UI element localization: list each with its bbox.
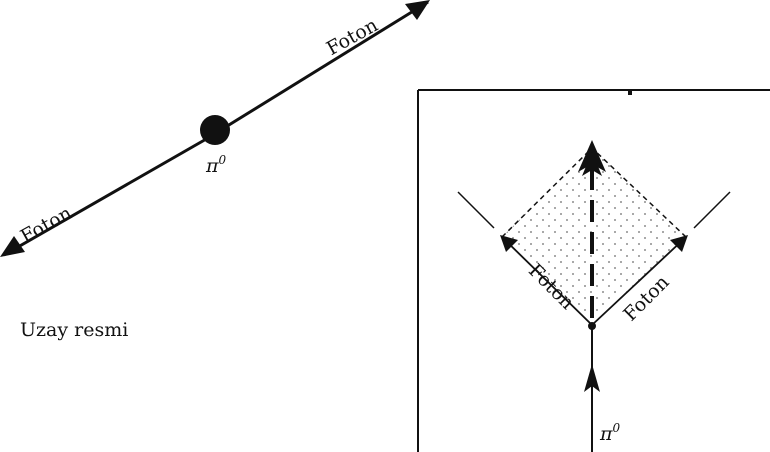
diamond-edge-upper-right: [591, 147, 687, 238]
arrowhead-lower-left-icon: [0, 236, 25, 257]
decay-vertex-dot: [588, 322, 596, 330]
light-line-ext-right: [693, 191, 731, 229]
pion-label-space: π0: [205, 153, 227, 177]
pion-label-spacetime: π0: [599, 421, 621, 445]
diamond-edge-upper-left: [501, 147, 593, 238]
photon-worldline-right: [591, 236, 687, 326]
photon-arrowhead-right-icon: [670, 235, 688, 252]
space-picture: Foton Foton π0 Uzay resmi: [0, 0, 430, 341]
photon-line-upper-right: [223, 0, 429, 130]
photon-worldline-left: [501, 236, 593, 326]
pion-dot: [200, 115, 230, 145]
photon-arrowhead-left-icon: [500, 235, 518, 252]
light-line-ext-left: [457, 191, 495, 229]
pion-arrowhead-icon: [584, 364, 600, 392]
frame-top-tick: [628, 90, 632, 95]
photon-line-lower-left: [3, 136, 209, 257]
photon-label-lower: Foton: [17, 202, 76, 248]
spacetime-picture: Foton Foton π0: [417, 89, 770, 452]
arrowhead-upper-right-icon: [405, 0, 430, 20]
space-picture-caption: Uzay resmi: [20, 319, 128, 341]
center-arrowhead-inner-icon: [582, 152, 602, 176]
photon-label-upper: Foton: [323, 14, 382, 60]
